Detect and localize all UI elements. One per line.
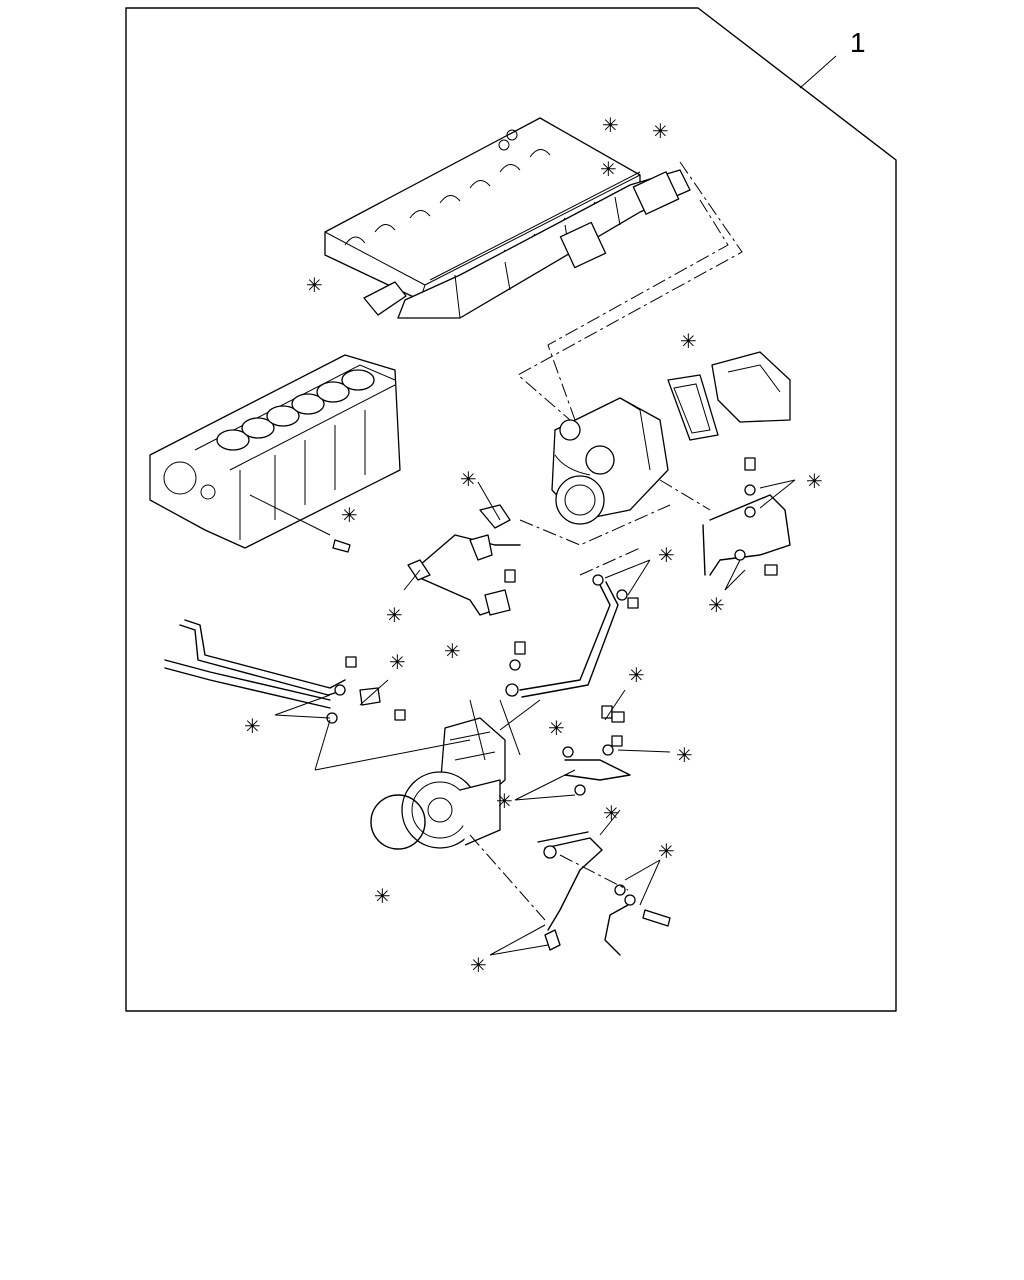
item-number-label: 1: [850, 27, 866, 58]
assembly-line: [659, 479, 711, 511]
assembly-line: [517, 161, 743, 421]
kit-marker: ✳: [602, 113, 619, 137]
kit-marker: ✳: [496, 789, 513, 813]
kit-marker: ✳: [652, 119, 669, 143]
block-bolt: [332, 539, 351, 553]
kit-marker: ✳: [460, 467, 477, 491]
kit-marker: ✳: [603, 801, 620, 825]
kit-markers: ✳ ✳ ✳ ✳ ✳ ✳ ✳ ✳ ✳ ✳ ✳ ✳ ✳ ✳ ✳ ✳ ✳ ✳ ✳ ✳ …: [244, 113, 823, 977]
air-compressor: [401, 717, 506, 849]
engine-block: [149, 354, 401, 549]
kit-marker: ✳: [658, 543, 675, 567]
leader-line: [249, 494, 331, 536]
kit-marker: ✳: [444, 639, 461, 663]
kit-marker: ✳: [470, 953, 487, 977]
kit-marker: ✳: [628, 663, 645, 687]
exhaust-manifold: [363, 169, 691, 319]
assembly-line: [547, 199, 729, 421]
kit-marker: ✳: [389, 650, 406, 674]
kit-marker: ✳: [680, 329, 697, 353]
kit-marker: ✳: [374, 884, 391, 908]
turbocharger: [551, 397, 669, 525]
callout-leader: [799, 55, 837, 89]
oil-drain-pipe: [407, 504, 521, 616]
kit-marker: ✳: [244, 714, 261, 738]
coolant-pipe-upper: [562, 705, 631, 796]
compressor-delivery-line: [505, 574, 639, 698]
kit-marker: ✳: [341, 503, 358, 527]
kit-marker: ✳: [548, 716, 565, 740]
kit-marker: ✳: [306, 273, 323, 297]
kit-marker: ✳: [658, 839, 675, 863]
kit-marker: ✳: [600, 157, 617, 181]
long-pipe-assembly: [164, 619, 406, 724]
coolant-pipe-lower: [537, 831, 671, 956]
kit-marker: ✳: [708, 593, 725, 617]
compressor-seal-ring: [370, 794, 426, 850]
oil-feed-line: [702, 457, 791, 576]
turbo-gasket: [667, 374, 719, 441]
kit-frame: [125, 7, 897, 1012]
turbo-outlet-elbow: [711, 351, 791, 423]
kit-marker: ✳: [676, 743, 693, 767]
kit-marker: ✳: [806, 469, 823, 493]
kit-marker: ✳: [386, 603, 403, 627]
